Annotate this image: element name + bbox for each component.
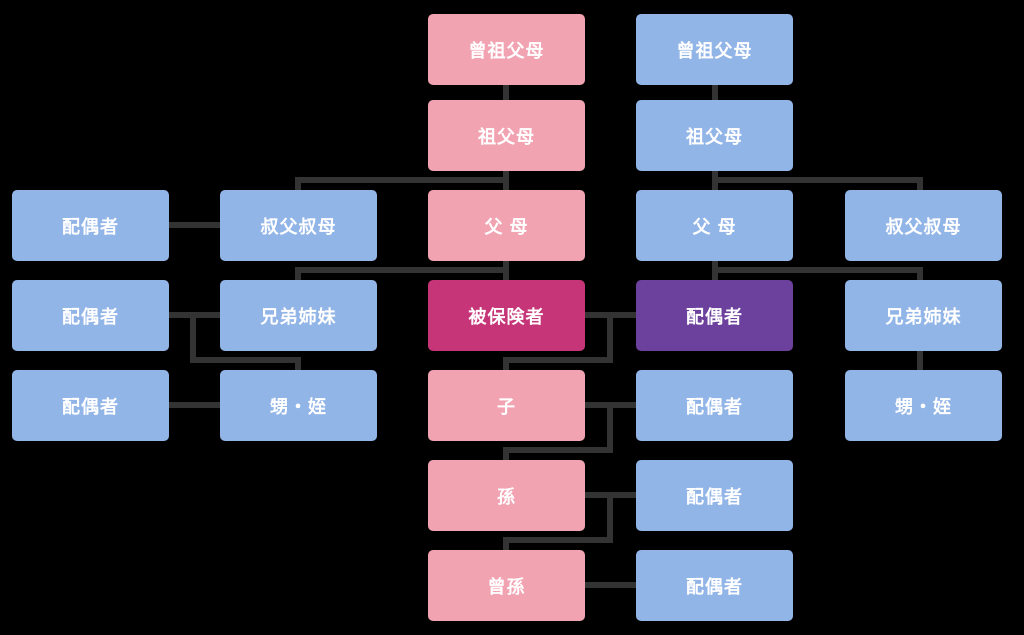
node-label-great-grandparents-center: 曾祖父母 xyxy=(468,40,545,61)
connector-child-to-grandchild xyxy=(503,447,613,453)
connector-parents-to-siblings-left xyxy=(295,267,301,283)
node-label-great-grandchild-spouse: 配偶者 xyxy=(686,576,743,597)
node-insured-spouse: 配偶者 xyxy=(636,280,793,351)
node-uncle-spouse-left: 配偶者 xyxy=(12,190,169,261)
node-label-nephew-niece-left: 甥・姪 xyxy=(270,396,327,417)
node-great-grandparents-spouse-side: 曾祖父母 xyxy=(636,14,793,85)
connector-siblings-left-to-nephew xyxy=(190,357,301,363)
connector-siblings-right-to-nephew xyxy=(917,348,923,373)
node-great-grandparents-center: 曾祖父母 xyxy=(428,14,585,85)
node-label-uncle-aunt-right: 叔父叔母 xyxy=(885,216,962,237)
node-label-uncle-aunt-left: 叔父叔母 xyxy=(260,216,337,237)
node-label-grandparents-center: 祖父母 xyxy=(478,126,535,147)
connector-insured-to-child xyxy=(503,357,613,363)
connector-couple-uncle-left xyxy=(166,222,223,228)
node-nephew-niece-left: 甥・姪 xyxy=(220,370,377,441)
node-grandchild-spouse: 配偶者 xyxy=(636,460,793,531)
node-label-insured-spouse: 配偶者 xyxy=(686,306,743,327)
connector-child-to-grandchild xyxy=(503,447,509,463)
connector-gp-center-to-uncle-left xyxy=(295,177,301,193)
node-label-great-grandparents-spouse-side: 曾祖父母 xyxy=(676,40,753,61)
connector-siblings-left-to-nephew xyxy=(295,357,301,373)
node-uncle-aunt-left: 叔父叔母 xyxy=(220,190,377,261)
node-label-great-grandchild: 曾孫 xyxy=(487,576,526,597)
node-grandparents-center: 祖父母 xyxy=(428,100,585,171)
connector-siblings-left-to-nephew xyxy=(190,312,196,363)
node-label-uncle-spouse-left: 配偶者 xyxy=(62,216,119,237)
connector-grandchild-to-great-grandchild xyxy=(503,537,509,553)
node-label-parents-spouse-side: 父 母 xyxy=(692,216,737,237)
connector-insured-to-child xyxy=(503,357,509,373)
connector-parents-to-siblings-right xyxy=(917,267,923,283)
node-grandparents-spouse-side: 祖父母 xyxy=(636,100,793,171)
node-sibling-spouse-left: 配偶者 xyxy=(12,280,169,351)
connector-child-to-grandchild xyxy=(607,402,613,453)
node-uncle-aunt-right: 叔父叔母 xyxy=(845,190,1002,261)
connector-couple-nephew-left xyxy=(166,402,223,408)
node-label-child-spouse: 配偶者 xyxy=(686,396,743,417)
node-label-nephew-spouse-left: 配偶者 xyxy=(62,396,119,417)
node-label-grandchild: 孫 xyxy=(497,486,516,507)
node-child-spouse: 配偶者 xyxy=(636,370,793,441)
connector-gp-spouse-to-uncle-right xyxy=(917,177,923,193)
node-grandchild: 孫 xyxy=(428,460,585,531)
node-label-grandchild-spouse: 配偶者 xyxy=(686,486,743,507)
node-nephew-niece-right: 甥・姪 xyxy=(845,370,1002,441)
node-label-sibling-spouse-left: 配偶者 xyxy=(62,306,119,327)
node-great-grandchild-spouse: 配偶者 xyxy=(636,550,793,621)
node-label-nephew-niece-right: 甥・姪 xyxy=(895,396,952,417)
connector-insured-to-child xyxy=(607,312,613,363)
node-child: 子 xyxy=(428,370,585,441)
connector-parents-to-siblings-left xyxy=(295,267,509,273)
node-great-grandchild: 曾孫 xyxy=(428,550,585,621)
node-label-siblings-left: 兄弟姉妹 xyxy=(260,306,337,327)
connector-grandchild-to-great-grandchild xyxy=(503,537,613,543)
connector-gp-center-to-uncle-left xyxy=(295,177,509,183)
connector-grandchild-to-great-grandchild xyxy=(607,492,613,543)
node-insured: 被保険者 xyxy=(428,280,585,351)
node-label-siblings-right: 兄弟姉妹 xyxy=(885,306,962,327)
node-label-child: 子 xyxy=(497,396,516,417)
connector-ggp-spouse-to-gp xyxy=(712,82,718,103)
connector-gp-spouse-to-uncle-right xyxy=(712,177,923,183)
node-siblings-right: 兄弟姉妹 xyxy=(845,280,1002,351)
node-parents-spouse-side: 父 母 xyxy=(636,190,793,261)
node-siblings-left: 兄弟姉妹 xyxy=(220,280,377,351)
connector-parents-to-siblings-right xyxy=(712,267,923,273)
node-label-parents-center: 父 母 xyxy=(484,216,529,237)
connector-couple-great-grandchild xyxy=(582,582,639,588)
node-label-insured: 被保険者 xyxy=(468,306,545,327)
node-label-grandparents-spouse-side: 祖父母 xyxy=(686,126,743,147)
node-nephew-spouse-left: 配偶者 xyxy=(12,370,169,441)
node-parents-center: 父 母 xyxy=(428,190,585,261)
connector-ggp-center-to-gp xyxy=(503,82,509,103)
